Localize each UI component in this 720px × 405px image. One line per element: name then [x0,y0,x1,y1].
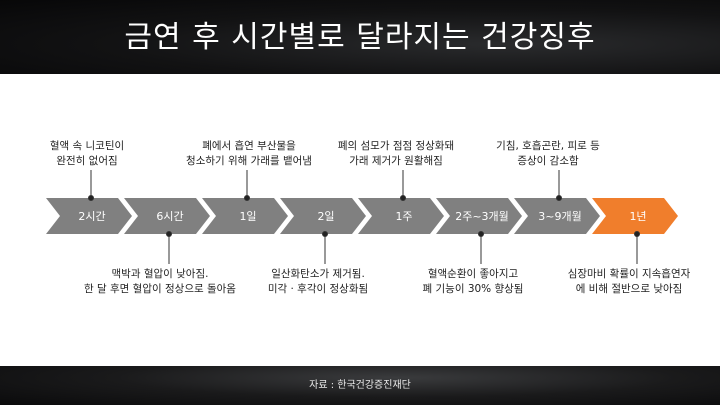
timeline-step-2 [202,198,288,234]
note-2d: 일산화탄소가 제거됨. 미각 · 후각이 정상화됨 [228,267,408,297]
note-2h-line1: 혈액 속 니코틴이 [49,140,125,152]
note-2d-line1: 일산화탄소가 제거됨. [271,268,365,280]
note-1y-line2: 에 비해 절반으로 낮아짐 [575,283,683,295]
connector-dot-1 [166,231,172,237]
timeline-step-label-6: 3~9개월 [538,210,581,223]
timeline-step-5 [436,198,522,234]
timeline-step-0 [46,198,132,234]
connector-dot-3 [322,231,328,237]
note-1y-line1: 심장마비 확률이 지속흡연자 [567,268,691,280]
page-title: 금연 후 시간별로 달라지는 건강징후 [124,20,596,55]
connector-dot-0 [88,195,94,201]
timeline-step-label-1: 6시간 [156,210,183,223]
timeline-step-label-5: 2주~3개월 [455,210,509,223]
timeline-step-7 [592,198,678,234]
connector-dot-4 [400,195,406,201]
note-3-9m-line1: 기침, 호흡곤란, 피로 등 [496,140,600,152]
connector-dot-5 [478,231,484,237]
note-3-9m: 기침, 호흡곤란, 피로 등 증상이 감소함 [458,139,638,169]
note-1d-line2: 청소하기 위해 가래를 뱉어냄 [186,155,312,167]
note-6h-line1: 맥박과 혈압이 낮아짐. [111,268,209,280]
note-1w-line1: 폐의 섬모가 점점 정상화돼 [337,140,455,152]
note-2w-3m: 혈액순환이 좋아지고 폐 기능이 30% 향상됨 [383,267,563,297]
timeline-step-label-4: 1주 [395,210,412,223]
note-2h-line2: 완전히 없어짐 [56,155,118,167]
footer-bar [0,366,720,405]
note-2d-line2: 미각 · 후각이 정상화됨 [267,283,369,295]
header-bar: 금연 후 시간별로 달라지는 건강징후 [0,0,720,74]
note-2h: 혈액 속 니코틴이 완전히 없어짐 [0,139,177,169]
timeline-step-1 [124,198,210,234]
note-1d-line1: 폐에서 흡연 부산물을 [202,140,296,152]
timeline-step-6 [514,198,600,234]
timeline-step-label-3: 2일 [317,209,334,223]
note-6h-line2: 한 달 후면 혈압이 정상으로 돌아옴 [84,283,236,295]
note-1y: 심장마비 확률이 지속흡연자 에 비해 절반으로 낮아짐 [534,267,720,297]
note-1w: 폐의 섬모가 점점 정상화돼 가래 제거가 원활해짐 [306,139,486,169]
note-3-9m-line2: 증상이 감소함 [517,155,579,167]
connector-dot-6 [556,195,562,201]
note-6h: 맥박과 혈압이 낮아짐. 한 달 후면 혈압이 정상으로 돌아옴 [60,267,260,297]
note-2w-3m-line1: 혈액순환이 좋아지고 [427,268,519,280]
timeline-step-label-2: 1일 [239,209,256,223]
note-1d: 폐에서 흡연 부산물을 청소하기 위해 가래를 뱉어냄 [154,139,344,169]
timeline-step-3 [280,198,366,234]
timeline-step-label-0: 2시간 [78,210,105,223]
note-2w-3m-line2: 폐 기능이 30% 향상됨 [422,283,524,295]
connector-dot-7 [634,231,640,237]
timeline-step-label-7: 1년 [629,210,646,223]
timeline-step-4 [358,198,444,234]
connector-dot-2 [244,195,250,201]
note-1w-line2: 가래 제거가 원활해짐 [349,155,443,167]
source-credit: 자료 : 한국건강증진재단 [309,380,411,391]
